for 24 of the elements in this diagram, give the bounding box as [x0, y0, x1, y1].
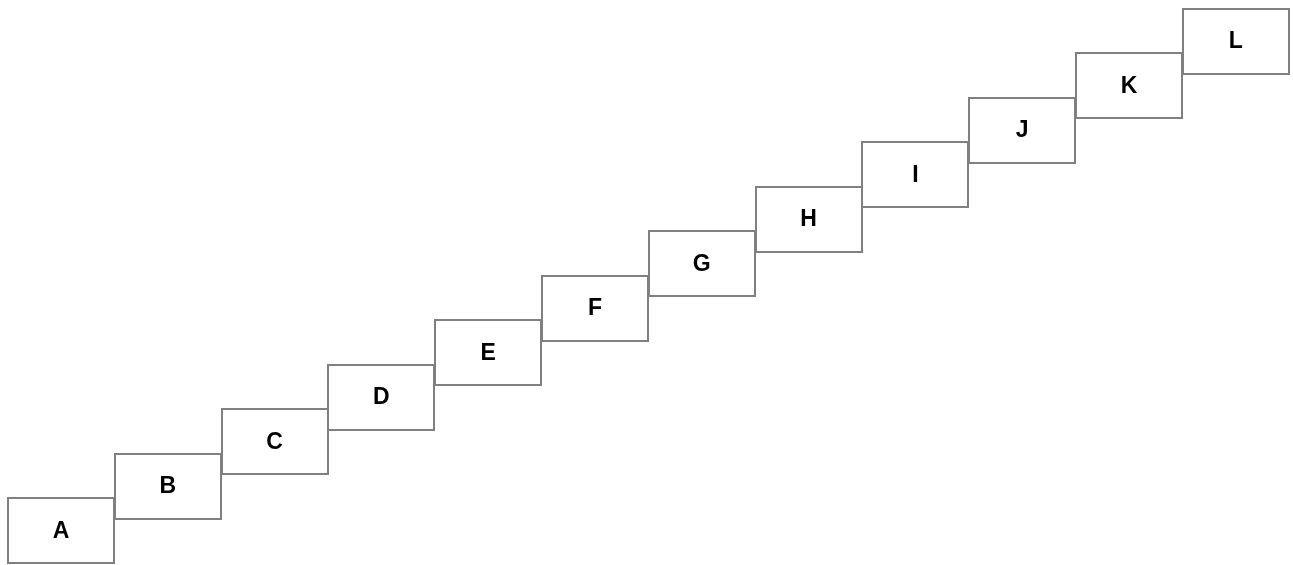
- step-box: [754, 185, 863, 253]
- step-label: L: [1228, 28, 1243, 54]
- step-label: G: [692, 250, 711, 277]
- step-box: [327, 363, 436, 431]
- step-label: C: [266, 428, 283, 455]
- step-box: [434, 319, 543, 386]
- step-label: B: [159, 473, 177, 499]
- step-label: D: [373, 384, 390, 410]
- step-box: [861, 141, 970, 208]
- step-label: A: [52, 517, 70, 544]
- step-box: [220, 408, 329, 475]
- step-label: K: [1120, 72, 1138, 99]
- step-label: J: [1015, 117, 1029, 143]
- step-box: [7, 497, 115, 564]
- step-box: [541, 274, 649, 342]
- step-box: [113, 452, 222, 520]
- step-box: [1181, 7, 1290, 75]
- step-box: [1075, 52, 1183, 119]
- step-label: H: [800, 206, 817, 232]
- step-label: F: [587, 295, 603, 321]
- step-label: I: [912, 161, 919, 188]
- step-box: [968, 96, 1077, 164]
- step-label: E: [480, 339, 496, 366]
- step-box: [647, 230, 756, 297]
